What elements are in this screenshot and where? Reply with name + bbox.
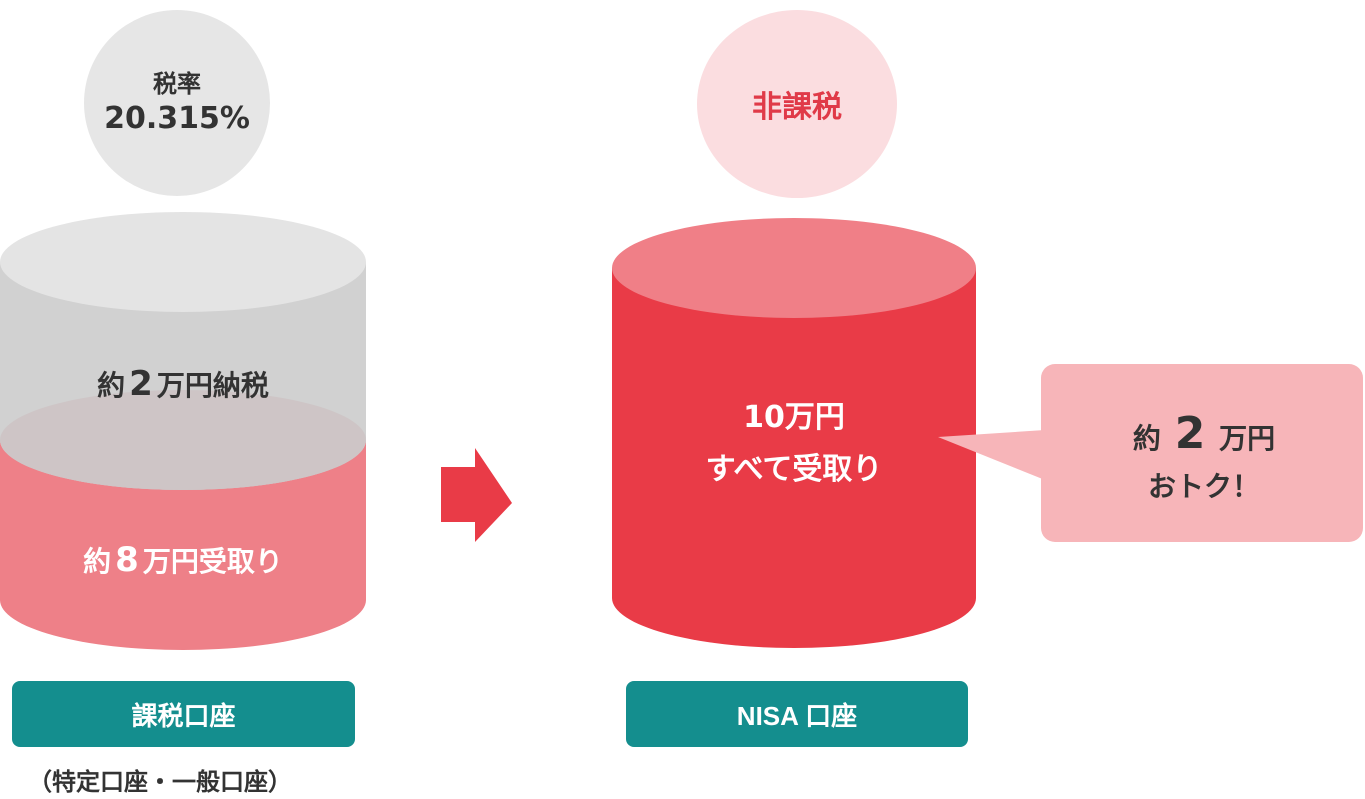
tax-rate-value: 20.315% xyxy=(104,101,250,136)
nisa-amount-line2: すべて受取り xyxy=(705,452,883,487)
nisa-body xyxy=(612,268,976,648)
received-amount-number: 8 xyxy=(115,540,139,580)
received-amount-label: 約 8 万円受取り xyxy=(0,540,366,580)
tax-portion-front xyxy=(0,262,366,490)
tax-amount-suffix: 万円納税 xyxy=(156,369,269,402)
nisa-account-button[interactable]: NISA 口座 xyxy=(626,681,968,747)
taxable-cylinder xyxy=(0,212,366,650)
savings-bubble xyxy=(938,364,1363,542)
received-portion xyxy=(0,440,366,650)
received-amount-suffix: 万円受取り xyxy=(142,545,283,578)
nisa-amount-label: 10万円 すべて受取り xyxy=(612,392,976,496)
savings-suffix: 万円 xyxy=(1219,422,1276,455)
received-amount-prefix: 約 xyxy=(83,545,112,578)
non-taxable-circle: 非課税 xyxy=(697,10,897,198)
savings-line2: おトク！ xyxy=(1147,470,1260,503)
tax-amount-prefix: 約 xyxy=(97,369,126,402)
arrow-icon xyxy=(441,448,512,542)
savings-text: 約 2 万円 おトク！ xyxy=(1046,410,1362,511)
tax-portion-top xyxy=(0,212,366,312)
tax-rate-label: 税率 xyxy=(153,70,201,98)
tax-rate-circle: 税率 20.315% xyxy=(84,10,270,196)
tax-amount-label: 約 2 万円納税 xyxy=(0,364,366,404)
savings-prefix: 約 xyxy=(1132,422,1161,455)
nisa-amount-line1: 10万円 xyxy=(743,400,845,435)
nisa-cylinder xyxy=(612,218,976,648)
savings-number: 2 xyxy=(1174,408,1206,459)
savings-line1: 約 2 万円 xyxy=(1046,410,1362,463)
tax-amount-number: 2 xyxy=(129,364,153,404)
taxable-account-note: （特定口座・一般口座） xyxy=(28,768,292,796)
non-taxable-label: 非課税 xyxy=(752,90,842,125)
taxable-account-button[interactable]: 課税口座 xyxy=(12,681,355,747)
nisa-top xyxy=(612,218,976,318)
